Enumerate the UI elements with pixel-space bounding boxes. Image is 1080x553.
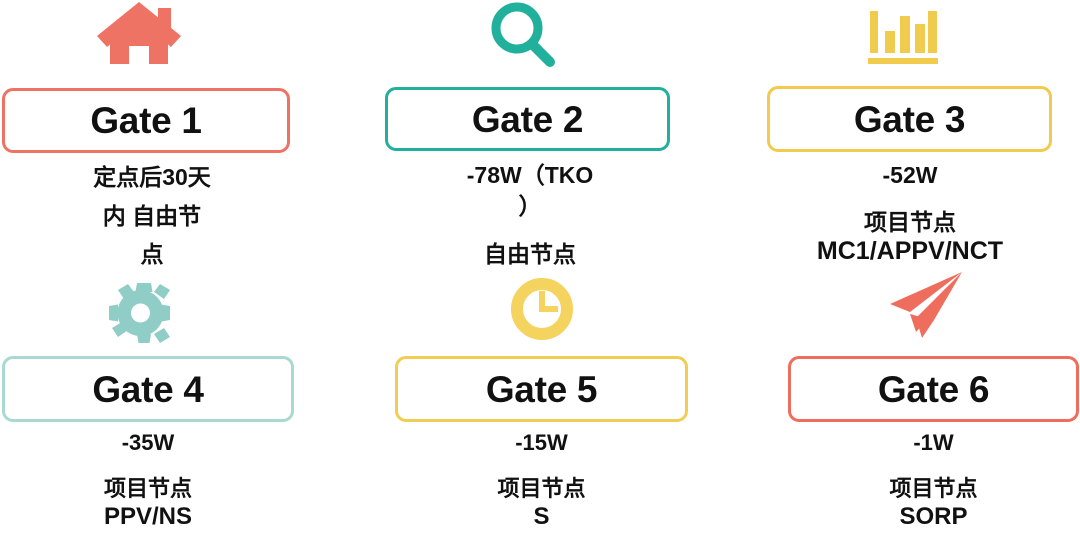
gate-4-node-group: 项目节点 PPV/NS: [2, 474, 294, 532]
bar-chart-icon: [864, 2, 942, 68]
gate-2-caption-line-3: 自由节点: [484, 241, 576, 268]
gate-2-box[interactable]: Gate 2: [385, 87, 670, 151]
gate-4-title: Gate 4: [92, 368, 204, 410]
magnifier-icon: [488, 1, 556, 67]
gate-5-caption-line-1: -15W: [515, 430, 568, 455]
clock-icon: [510, 278, 574, 340]
gate-3-caption-line-3: MC1/APPV/NCT: [816, 237, 1004, 266]
gate-2-caption: -78W（TKO ） 自由节点: [435, 160, 625, 270]
gate-4-caption-line-1: -35W: [121, 430, 175, 455]
gate-5-caption: -15W 项目节点 S: [395, 428, 688, 532]
gate-3-title: Gate 3: [853, 98, 966, 140]
gate-3-caption: -52W 项目节点 MC1/APPV/NCT: [768, 160, 1052, 267]
gate-card-5[interactable]: Gate 5 -15W 项目节点 S: [380, 270, 700, 553]
gear-icon: [108, 282, 180, 344]
gate-6-title: Gate 6: [877, 368, 990, 410]
gate-3-box[interactable]: Gate 3: [767, 86, 1052, 152]
gate-1-caption: 定点后30天 内 自由节 点: [62, 158, 242, 274]
gate-6-node-group: 项目节点 SORP: [788, 474, 1079, 532]
gate-5-caption-line-3: S: [533, 503, 550, 531]
gate-6-caption-line-1: -1W: [913, 430, 954, 455]
gate-6-caption: -1W 项目节点 SORP: [788, 428, 1079, 532]
gate-2-caption-line-2: ）: [518, 192, 542, 219]
gate-3-caption-line-2: 项目节点: [864, 208, 956, 235]
gate-2-caption-line-1: -78W（TKO: [466, 162, 594, 188]
gate-card-4[interactable]: Gate 4 -35W 项目节点 PPV/NS: [0, 270, 310, 553]
gate-6-box[interactable]: Gate 6: [788, 356, 1079, 422]
gate-3-node-group: 项目节点 MC1/APPV/NCT: [768, 207, 1052, 267]
gate-3-caption-line-1: -52W: [882, 162, 938, 188]
gate-4-caption-line-2: 项目节点: [103, 475, 192, 501]
gate-5-node-group: 项目节点 S: [395, 474, 688, 532]
gate-2-title: Gate 2: [471, 98, 584, 140]
gate-4-caption-line-3: PPV/NS: [103, 503, 193, 531]
gate-card-1[interactable]: Gate 1 定点后30天 内 自由节 点: [0, 0, 300, 290]
gate-4-box[interactable]: Gate 4: [2, 356, 294, 422]
gate-1-caption-line-3: 点: [140, 241, 164, 268]
house-icon: [96, 1, 182, 65]
gate-6-caption-line-3: SORP: [899, 503, 968, 531]
gate-card-3[interactable]: Gate 3 -52W 项目节点 MC1/APPV/NCT: [740, 0, 1080, 290]
gate-5-box[interactable]: Gate 5: [395, 356, 688, 422]
gate-card-6[interactable]: Gate 6 -1W 项目节点 SORP: [770, 270, 1080, 553]
gate-card-2[interactable]: Gate 2 -78W（TKO ） 自由节点: [360, 0, 690, 290]
gate-1-title: Gate 1: [90, 100, 202, 141]
gate-5-caption-line-2: 项目节点: [497, 475, 586, 501]
paper-plane-icon: [882, 270, 966, 340]
gate-1-caption-line-2: 内 自由节: [102, 202, 202, 229]
gate-6-caption-line-2: 项目节点: [889, 475, 978, 501]
gate-1-caption-line-1: 定点后30天: [93, 164, 211, 190]
gate-4-caption: -35W 项目节点 PPV/NS: [2, 428, 294, 532]
gate-1-box[interactable]: Gate 1: [2, 88, 290, 153]
gate-5-title: Gate 5: [485, 368, 598, 410]
